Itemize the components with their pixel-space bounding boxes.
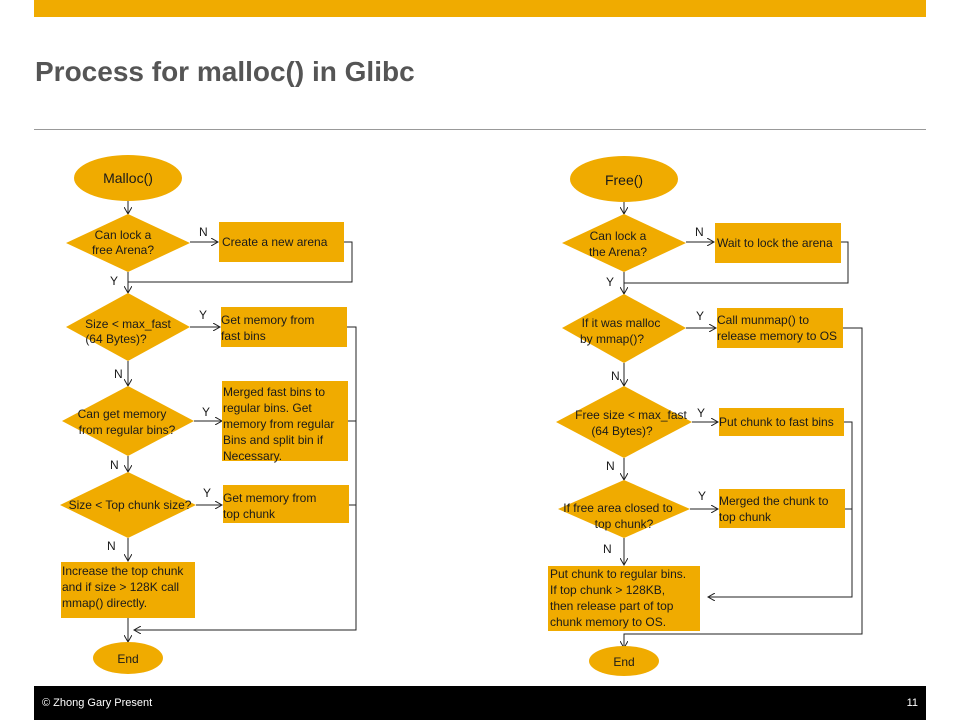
free-no-label-1: N — [695, 225, 704, 239]
malloc-lock-arena-decision — [66, 214, 190, 272]
free-yes-label-3: Y — [697, 406, 705, 420]
malloc-increase-top-chunk-box — [61, 562, 195, 618]
malloc-top-chunk-box — [223, 485, 349, 523]
malloc-yes-label-1: Y — [110, 274, 118, 288]
malloc-no-label-4: N — [107, 539, 116, 553]
free-no-label-4: N — [603, 542, 612, 556]
top-accent-bar — [34, 0, 926, 17]
free-end-label: End — [613, 655, 634, 669]
free-mmap-decision — [562, 294, 686, 363]
free-lock-arena-decision — [562, 214, 686, 272]
malloc-connectors — [128, 201, 357, 642]
footer-bar: © Zhong Gary Present 11 — [34, 686, 926, 720]
free-size-fast-decision — [556, 386, 692, 458]
free-size-fast-text: Free size < max_fast(64 Bytes)? — [575, 408, 687, 438]
free-top-chunk-decision — [558, 480, 690, 538]
malloc-start-label: Malloc() — [103, 170, 153, 186]
free-start-terminal — [570, 156, 678, 202]
free-merge-top-box — [719, 489, 845, 528]
malloc-regular-bins-decision — [62, 386, 194, 456]
malloc-top-chunk-text: Size < Top chunk size? — [69, 498, 192, 512]
malloc-create-arena-text: Create a new arena — [222, 235, 328, 249]
malloc-merge-bins-box — [222, 381, 348, 461]
malloc-size-fast-text: Size < max_fast(64 Bytes)? — [85, 317, 171, 346]
malloc-end-terminal — [93, 642, 163, 674]
free-wait-lock-box — [715, 223, 841, 263]
free-munmap-box — [717, 308, 843, 348]
free-wait-lock-text: Wait to lock the arena — [717, 236, 833, 250]
malloc-yes-label-4: Y — [203, 486, 211, 500]
free-end-terminal — [589, 646, 659, 676]
malloc-top-chunk-decision — [60, 472, 196, 538]
footer-copyright: © Zhong Gary Present — [42, 697, 153, 709]
free-fast-bins-box — [719, 408, 844, 436]
free-regular-bins-text: Put chunk to regular bins.If top chunk >… — [550, 567, 686, 629]
free-no-label-2: N — [611, 369, 620, 383]
free-fast-bins-text: Put chunk to fast bins — [719, 415, 834, 429]
free-regular-bins-box — [548, 566, 700, 631]
free-yes-label-4: Y — [698, 489, 706, 503]
free-yes-label-1: Y — [606, 275, 614, 289]
page-number: 11 — [906, 697, 918, 709]
malloc-create-arena-box — [219, 222, 344, 262]
free-no-label-3: N — [606, 459, 615, 473]
free-start-label: Free() — [605, 172, 643, 188]
malloc-start-terminal — [74, 155, 182, 201]
malloc-no-label-3: N — [110, 458, 119, 472]
malloc-yes-label-2: Y — [199, 308, 207, 322]
malloc-no-label-2: N — [114, 367, 123, 381]
malloc-size-fast-decision — [66, 293, 190, 361]
malloc-yes-label-3: Y — [202, 405, 210, 419]
slide-title: Process for malloc() in Glibc — [35, 56, 415, 87]
malloc-no-label-1: N — [199, 225, 208, 239]
free-connectors — [624, 202, 863, 648]
malloc-fast-bins-box — [221, 307, 347, 347]
title-divider — [34, 129, 926, 130]
malloc-end-label: End — [117, 652, 138, 666]
free-yes-label-2: Y — [696, 309, 704, 323]
